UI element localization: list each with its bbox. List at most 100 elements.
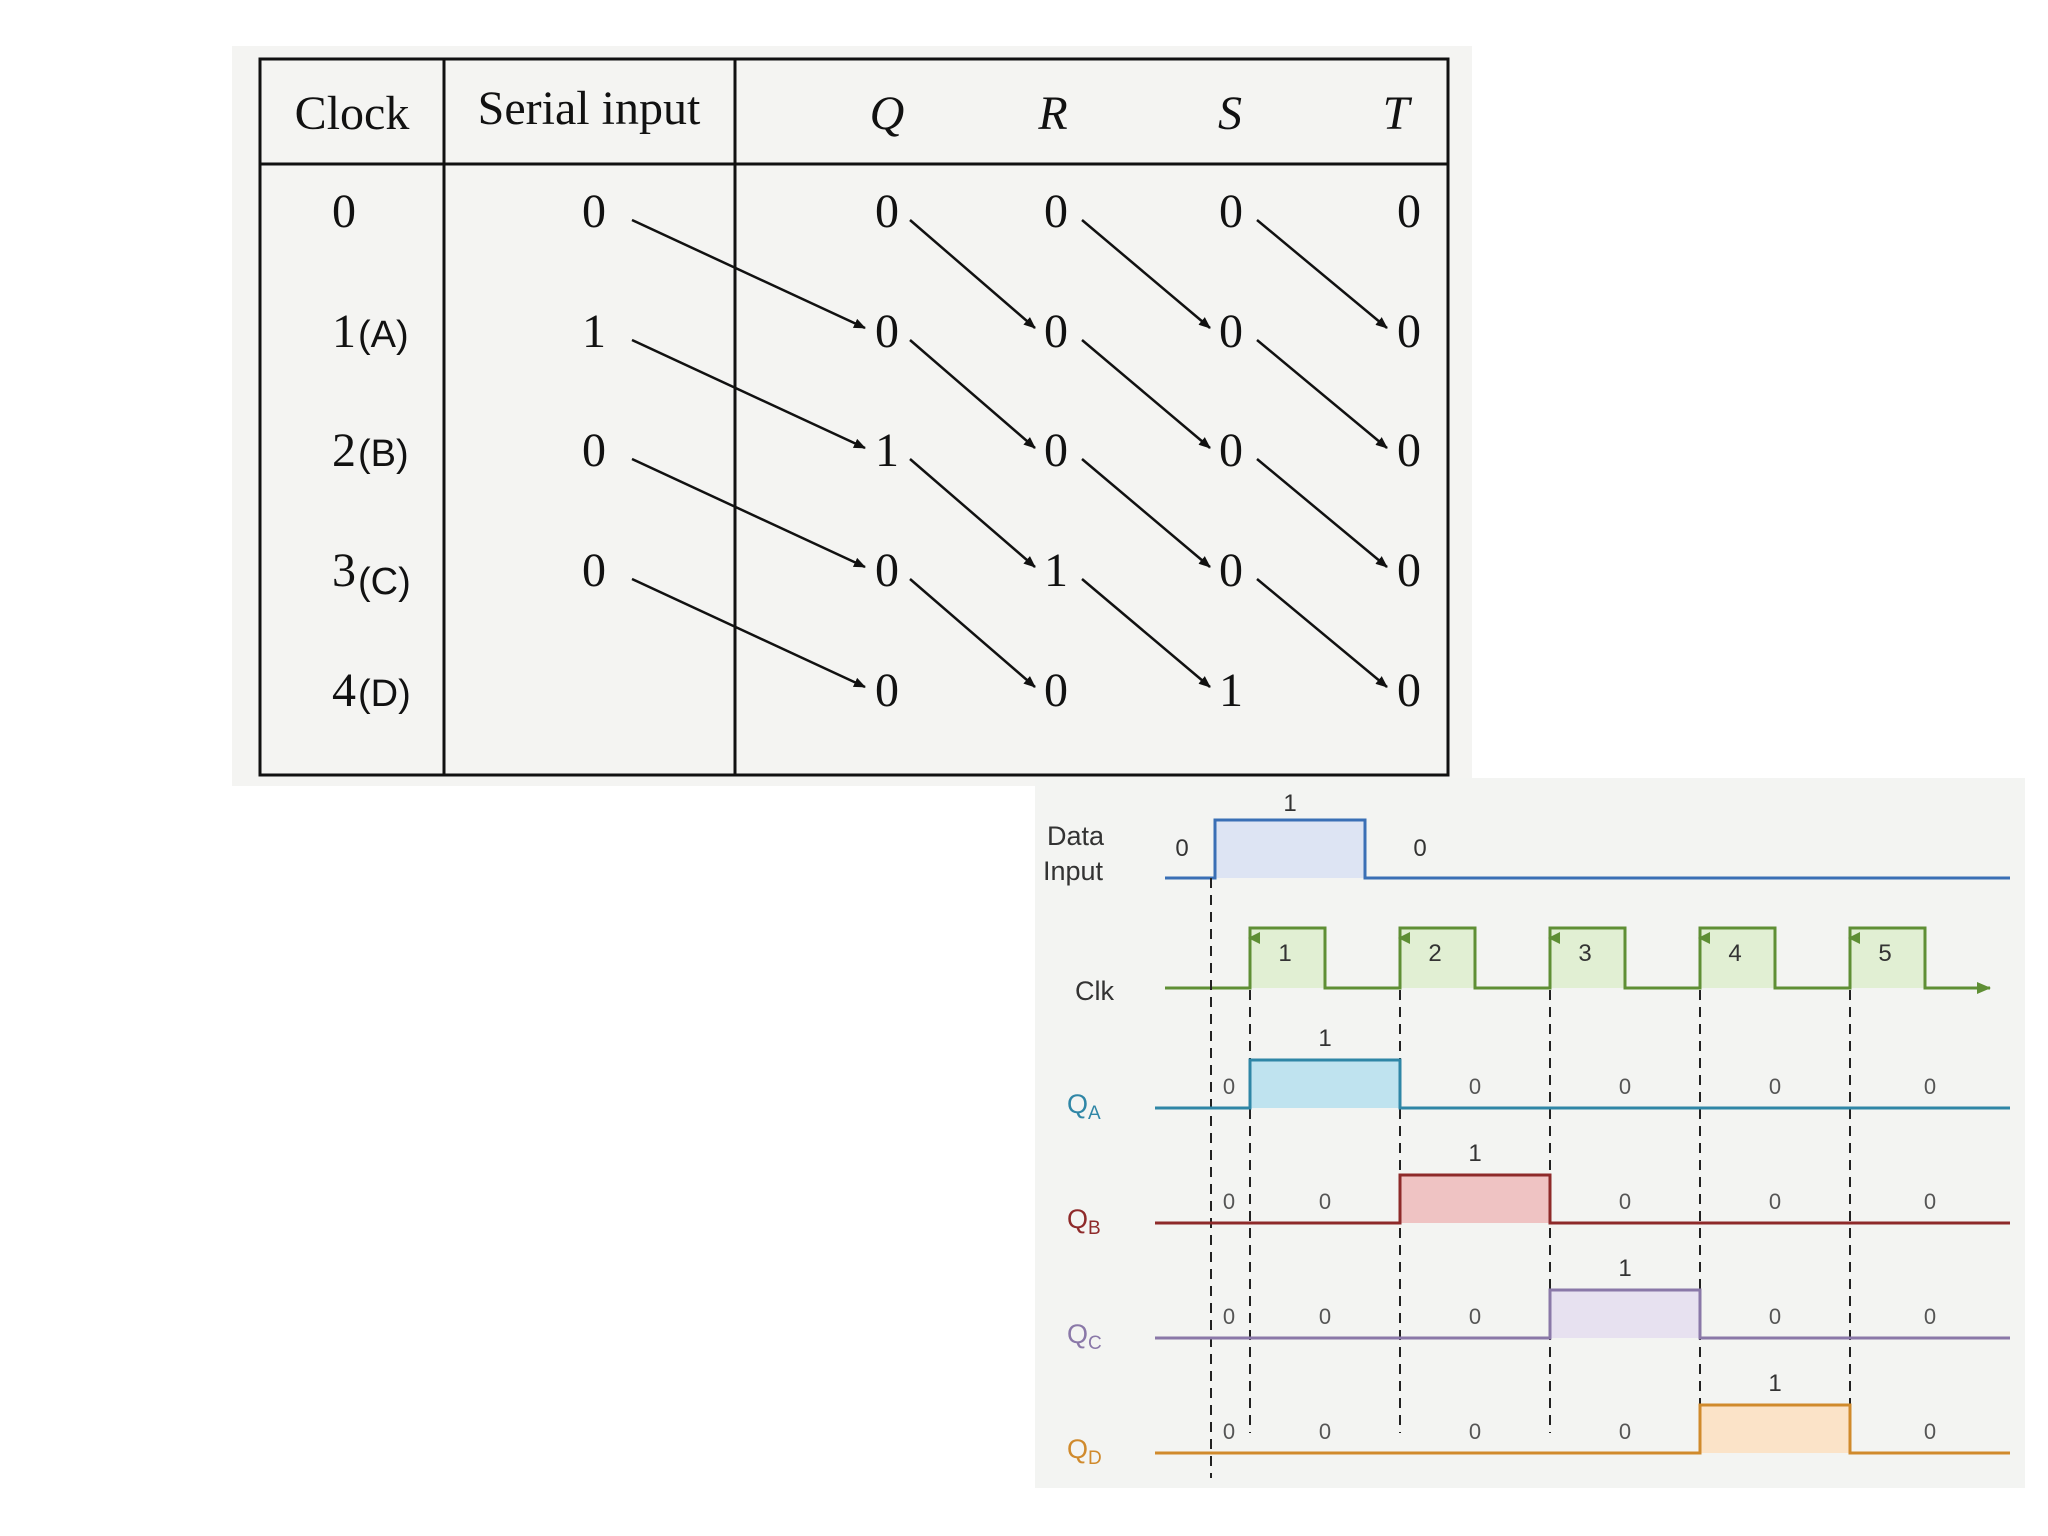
- clock-number: 3: [332, 544, 356, 597]
- signal-value-label: 0: [1924, 1074, 1936, 1099]
- table-row: 2 (B) 0 1 0 0 0: [332, 424, 1421, 477]
- q-value: 0: [875, 305, 899, 358]
- shift-arrow: [631, 218, 866, 330]
- data-input-label-line2: Input: [1043, 856, 1104, 886]
- serial-value: 0: [582, 544, 606, 597]
- shift-register-table: Clock Serial input Q R S T 0 0 0 0 0 0 1…: [232, 46, 1472, 786]
- signal-initial-value: 0: [1223, 1419, 1235, 1444]
- signal-label-d: QD: [1067, 1434, 1102, 1469]
- shift-arrow: [909, 458, 1036, 568]
- signal-value-label: 0: [1319, 1419, 1331, 1444]
- signal-high-fill: [1700, 1405, 1850, 1453]
- data-input-pulse-fill: [1215, 820, 1365, 878]
- signal-high-fill: [1550, 1290, 1700, 1338]
- header-serial-input: Serial input: [478, 82, 701, 135]
- clk-pulse-fill: [1700, 928, 1775, 988]
- r-value: 0: [1044, 664, 1068, 717]
- shift-arrow: [631, 457, 866, 569]
- signal-value-label: 0: [1769, 1074, 1781, 1099]
- signal-label-c: QC: [1067, 1319, 1102, 1354]
- clock-pulse-number: 1: [1278, 940, 1291, 967]
- header-r: R: [1037, 87, 1067, 140]
- signal-value-label: 0: [1924, 1189, 1936, 1214]
- clk-pulse-fill: [1550, 928, 1625, 988]
- clock-pulse-number: 4: [1728, 940, 1741, 967]
- data-input-waveform: [1165, 818, 2010, 880]
- signal-initial-value: 0: [1223, 1189, 1235, 1214]
- signal-value-label: 0: [1469, 1304, 1481, 1329]
- clock-pulse-number: 5: [1878, 940, 1891, 967]
- shift-arrow: [1256, 578, 1388, 688]
- signal-value-label: 0: [1319, 1304, 1331, 1329]
- signal-value-label: 0: [1924, 1419, 1936, 1444]
- header-q: Q: [870, 87, 905, 140]
- signal-label-b: QB: [1067, 1204, 1101, 1239]
- serial-value: 1: [582, 305, 606, 358]
- table-frame: [258, 57, 1450, 777]
- signal-value-label: 1: [1618, 1255, 1631, 1282]
- clock-number: 2: [332, 424, 356, 477]
- data-input-level-label: 0: [1413, 835, 1426, 862]
- q-value: 0: [875, 185, 899, 238]
- signal-value-label: 0: [1924, 1304, 1936, 1329]
- clk-pulse-fill: [1850, 928, 1925, 988]
- signal-value-label: 0: [1769, 1189, 1781, 1214]
- clock-number: 4: [332, 664, 356, 717]
- clk-pulse-fill: [1250, 928, 1325, 988]
- shift-arrow: [1081, 578, 1211, 688]
- clock-tag: (D): [358, 673, 411, 715]
- clock-number: 1: [332, 305, 356, 358]
- q-value: 0: [875, 544, 899, 597]
- shift-arrow: [631, 338, 866, 450]
- clock-pulse-number: 2: [1428, 940, 1441, 967]
- s-value: 0: [1219, 424, 1243, 477]
- signal-waveform-b: [1155, 1173, 2010, 1225]
- shift-arrow: [909, 578, 1036, 688]
- s-value: 1: [1219, 664, 1243, 717]
- signal-value-label: 1: [1318, 1025, 1331, 1052]
- r-value: 1: [1044, 544, 1068, 597]
- table-graphic: Clock Serial input Q R S T 0 0 0 0 0 0 1…: [258, 57, 1450, 777]
- clock-pulse-number: 3: [1578, 940, 1591, 967]
- q-value: 0: [875, 664, 899, 717]
- shift-arrows: [631, 218, 1388, 689]
- shift-arrow: [909, 339, 1036, 449]
- q-value: 1: [875, 424, 899, 477]
- clk-label: Clk: [1075, 976, 1114, 1006]
- clock-number: 0: [332, 185, 356, 238]
- shift-arrow: [631, 577, 866, 689]
- serial-value: 0: [582, 424, 606, 477]
- shift-arrow: [909, 219, 1036, 329]
- signal-value-label: 0: [1319, 1189, 1331, 1214]
- signal-initial-value: 0: [1223, 1074, 1235, 1099]
- table-row: 0 0 0 0 0 0: [332, 185, 1421, 238]
- data-input-level-label: 1: [1283, 790, 1296, 817]
- table-row: 3 (C) 0 0 1 0 0: [332, 544, 1421, 603]
- table-row: 4 (D) 0 0 1 0: [332, 664, 1421, 717]
- s-value: 0: [1219, 544, 1243, 597]
- signal-waveform-c: [1155, 1288, 2010, 1340]
- header-t: T: [1383, 87, 1413, 140]
- signal-value-label: 1: [1468, 1140, 1481, 1167]
- s-value: 0: [1219, 185, 1243, 238]
- clock-tag: (A): [358, 314, 409, 356]
- signal-waveform-a: [1155, 1058, 2010, 1110]
- clock-tag: (C): [358, 561, 411, 603]
- t-value: 0: [1397, 544, 1421, 597]
- signal-high-fill: [1250, 1060, 1400, 1108]
- shift-arrow: [1081, 458, 1211, 568]
- signal-value-label: 0: [1469, 1074, 1481, 1099]
- signal-value-label: 0: [1769, 1304, 1781, 1329]
- signal-high-fill: [1400, 1175, 1550, 1223]
- t-value: 0: [1397, 185, 1421, 238]
- clk-pulse-fill: [1400, 928, 1475, 988]
- header-s: S: [1218, 87, 1242, 140]
- clock-tag: (B): [358, 433, 409, 475]
- shift-arrow: [1081, 219, 1211, 329]
- r-value: 0: [1044, 424, 1068, 477]
- shift-arrow: [1081, 339, 1211, 449]
- shift-arrow: [1256, 219, 1388, 329]
- shift-arrow: [1256, 339, 1388, 449]
